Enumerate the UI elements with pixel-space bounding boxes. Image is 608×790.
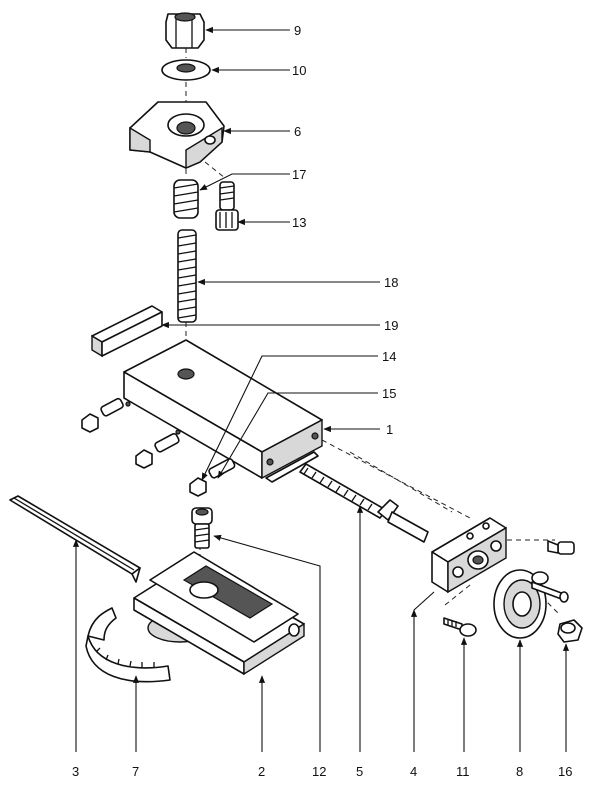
callout-2: 2 [258, 764, 265, 779]
end-bracket-part-4 [431, 517, 507, 594]
callout-10: 10 [292, 63, 306, 78]
callout-14: 14 [382, 349, 396, 364]
callout-6: 6 [294, 124, 301, 139]
callout-13: 13 [292, 215, 306, 230]
callout-1: 1 [386, 422, 393, 437]
lead-screw-part-5 [299, 463, 429, 543]
callout-18: 18 [384, 275, 398, 290]
set-screw-upper [81, 397, 124, 433]
socket-screw-part-13 [215, 181, 239, 231]
key-bar-part-19 [91, 305, 163, 358]
handwheel-part-8 [493, 569, 569, 639]
callout-8: 8 [516, 764, 523, 779]
threaded-stud-part-18 [177, 229, 197, 323]
callout-11: 11 [456, 764, 470, 779]
cap-screw-upper-right [547, 540, 575, 555]
knob-part-16 [557, 619, 583, 643]
screw-part-11 [443, 617, 477, 637]
callout-9: 9 [294, 23, 301, 38]
protractor-scale-part-7 [85, 607, 171, 683]
callout-17: 17 [292, 167, 306, 182]
washer-part-10 [161, 59, 211, 81]
assembly-axis-lines [185, 48, 561, 616]
spring-part-17 [173, 179, 199, 219]
swivel-base-part-2 [133, 551, 305, 676]
callout-15: 15 [382, 386, 396, 401]
cap-screw-part-12 [191, 507, 213, 549]
clamp-part-6 [129, 101, 225, 170]
set-screw-lower-part-14-15 [189, 458, 236, 497]
hex-nut-part-9 [165, 12, 205, 49]
callout-4: 4 [410, 764, 417, 779]
callout-12: 12 [312, 764, 326, 779]
pointer-rod-part-3 [9, 495, 141, 583]
callout-16: 16 [558, 764, 572, 779]
callout-19: 19 [384, 318, 398, 333]
callout-3: 3 [72, 764, 79, 779]
slide-block-part-1 [123, 339, 323, 483]
callout-7: 7 [132, 764, 139, 779]
set-screw-middle [135, 432, 180, 469]
callout-5: 5 [356, 764, 363, 779]
leader-lines [72, 26, 570, 752]
